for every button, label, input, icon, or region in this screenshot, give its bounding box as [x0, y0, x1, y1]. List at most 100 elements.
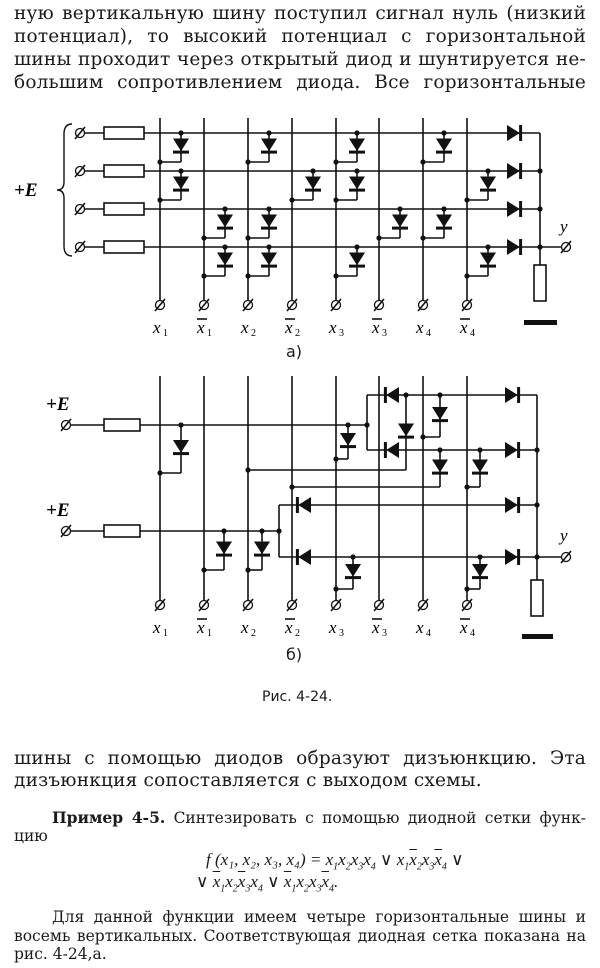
diode-icon — [505, 497, 518, 513]
column-label: x — [459, 618, 468, 637]
junction-dot — [157, 159, 163, 165]
diode-icon — [298, 549, 311, 565]
diode-icon — [480, 252, 496, 266]
column-label-subscript: 2 — [295, 328, 300, 339]
text-line: дизъюнкция сопоставляется с выходом схем… — [14, 770, 482, 791]
column-label-subscript: 2 — [251, 628, 256, 639]
terminal-slash — [198, 298, 210, 312]
terminal-slash — [461, 598, 473, 612]
diode-icon — [507, 125, 520, 141]
junction-dot — [245, 467, 251, 473]
resistor-icon — [103, 202, 145, 216]
ground-icon — [524, 320, 557, 325]
resistor-icon — [103, 126, 145, 140]
diode-icon — [505, 549, 518, 565]
column-label-subscript: 4 — [426, 628, 431, 639]
diode-icon — [216, 541, 232, 555]
column-label: x — [240, 318, 249, 337]
formula-line-1: f (x₁, x₂, x₃, x₄) = x1x2x3x4 ∨ x1x2x3x4… — [206, 850, 464, 873]
supply-label: +E — [46, 394, 70, 415]
diode-icon — [505, 387, 518, 403]
column-label-subscript: 3 — [382, 628, 387, 639]
diode-icon — [349, 252, 365, 266]
column-label: x — [415, 318, 424, 337]
column-label-subscript: 4 — [470, 628, 475, 639]
diode-icon — [349, 138, 365, 152]
junction-dot — [420, 434, 426, 440]
junction-dot — [245, 567, 251, 573]
subfigure-a-label: а) — [286, 342, 303, 361]
terminal-slash — [286, 598, 298, 612]
subfigure-b-label: б) — [286, 645, 303, 664]
text-line: шины с помощью диодов образуют дизъюнкци… — [14, 748, 586, 769]
terminal-slash — [60, 418, 72, 432]
diode-icon — [173, 176, 189, 190]
diode-icon — [392, 214, 408, 228]
junction-dot — [201, 235, 207, 241]
terminal-slash — [560, 240, 572, 254]
diode-icon — [398, 423, 414, 437]
diode-icon — [340, 433, 356, 446]
diode-icon — [261, 214, 277, 228]
example-line: цию — [14, 827, 48, 845]
terminal-slash — [286, 298, 298, 312]
column-label: x — [152, 618, 161, 637]
column-label: x — [328, 618, 337, 637]
formula-line-2: ∨ x1x2x3x4 ∨ x1x2x3x4. — [196, 872, 339, 895]
figure-caption: Рис. 4-24. — [262, 689, 333, 705]
diode-icon — [261, 138, 277, 152]
column-label-subscript: 1 — [163, 628, 168, 639]
text-line: большим сопротивлением диода. Все горизо… — [14, 72, 586, 93]
column-label: x — [196, 318, 205, 337]
column-label: x — [240, 618, 249, 637]
diode-icon — [436, 214, 452, 228]
resistor-icon — [103, 524, 141, 538]
terminal-slash — [74, 202, 86, 216]
junction-dot — [201, 273, 207, 279]
column-label: x — [328, 318, 337, 337]
terminal-slash — [330, 598, 342, 612]
supply-label: +E — [46, 500, 70, 521]
terminal-slash — [373, 598, 385, 612]
terminal-slash — [198, 598, 210, 612]
diode-icon — [345, 564, 361, 577]
column-label: x — [415, 618, 424, 637]
junction-dot — [420, 235, 426, 241]
junction-dot — [333, 456, 339, 462]
text-line: потенциал), то высокий потенциал с гориз… — [14, 26, 586, 47]
terminal-slash — [330, 298, 342, 312]
column-label-subscript: 1 — [207, 628, 212, 639]
diode-icon — [254, 541, 270, 555]
ground-icon — [522, 634, 553, 639]
diode-icon — [386, 442, 399, 458]
terminal-slash — [154, 598, 166, 612]
junction-dot — [464, 197, 470, 203]
column-label: x — [371, 618, 380, 637]
resistor-icon — [103, 240, 145, 254]
column-label-subscript: 1 — [207, 328, 212, 339]
terminal-slash — [560, 550, 572, 564]
junction-dot — [157, 197, 163, 203]
column-label-subscript: 2 — [251, 328, 256, 339]
junction-dot — [245, 273, 251, 279]
junction-dot — [289, 484, 295, 490]
diode-icon — [432, 459, 448, 473]
diode-icon — [507, 163, 520, 179]
column-label-subscript: 4 — [470, 328, 475, 339]
column-label-subscript: 4 — [426, 328, 431, 339]
column-label-subscript: 3 — [382, 328, 387, 339]
text-line: рис. 4-24,а. — [14, 945, 107, 963]
junction-dot — [376, 235, 382, 241]
junction-dot — [333, 586, 339, 592]
terminal-slash — [461, 298, 473, 312]
text-line: восемь вертикальных. Соответствующая дио… — [14, 927, 586, 945]
junction-dot — [464, 484, 470, 490]
column-label-subscript: 3 — [339, 328, 344, 339]
terminal-slash — [60, 524, 72, 538]
column-label-subscript: 1 — [163, 328, 168, 339]
junction-dot — [333, 273, 339, 279]
text-line: ную вертикальную шину поступил сигнал ну… — [14, 3, 586, 24]
column-label-subscript: 2 — [295, 628, 300, 639]
terminal-slash — [417, 298, 429, 312]
